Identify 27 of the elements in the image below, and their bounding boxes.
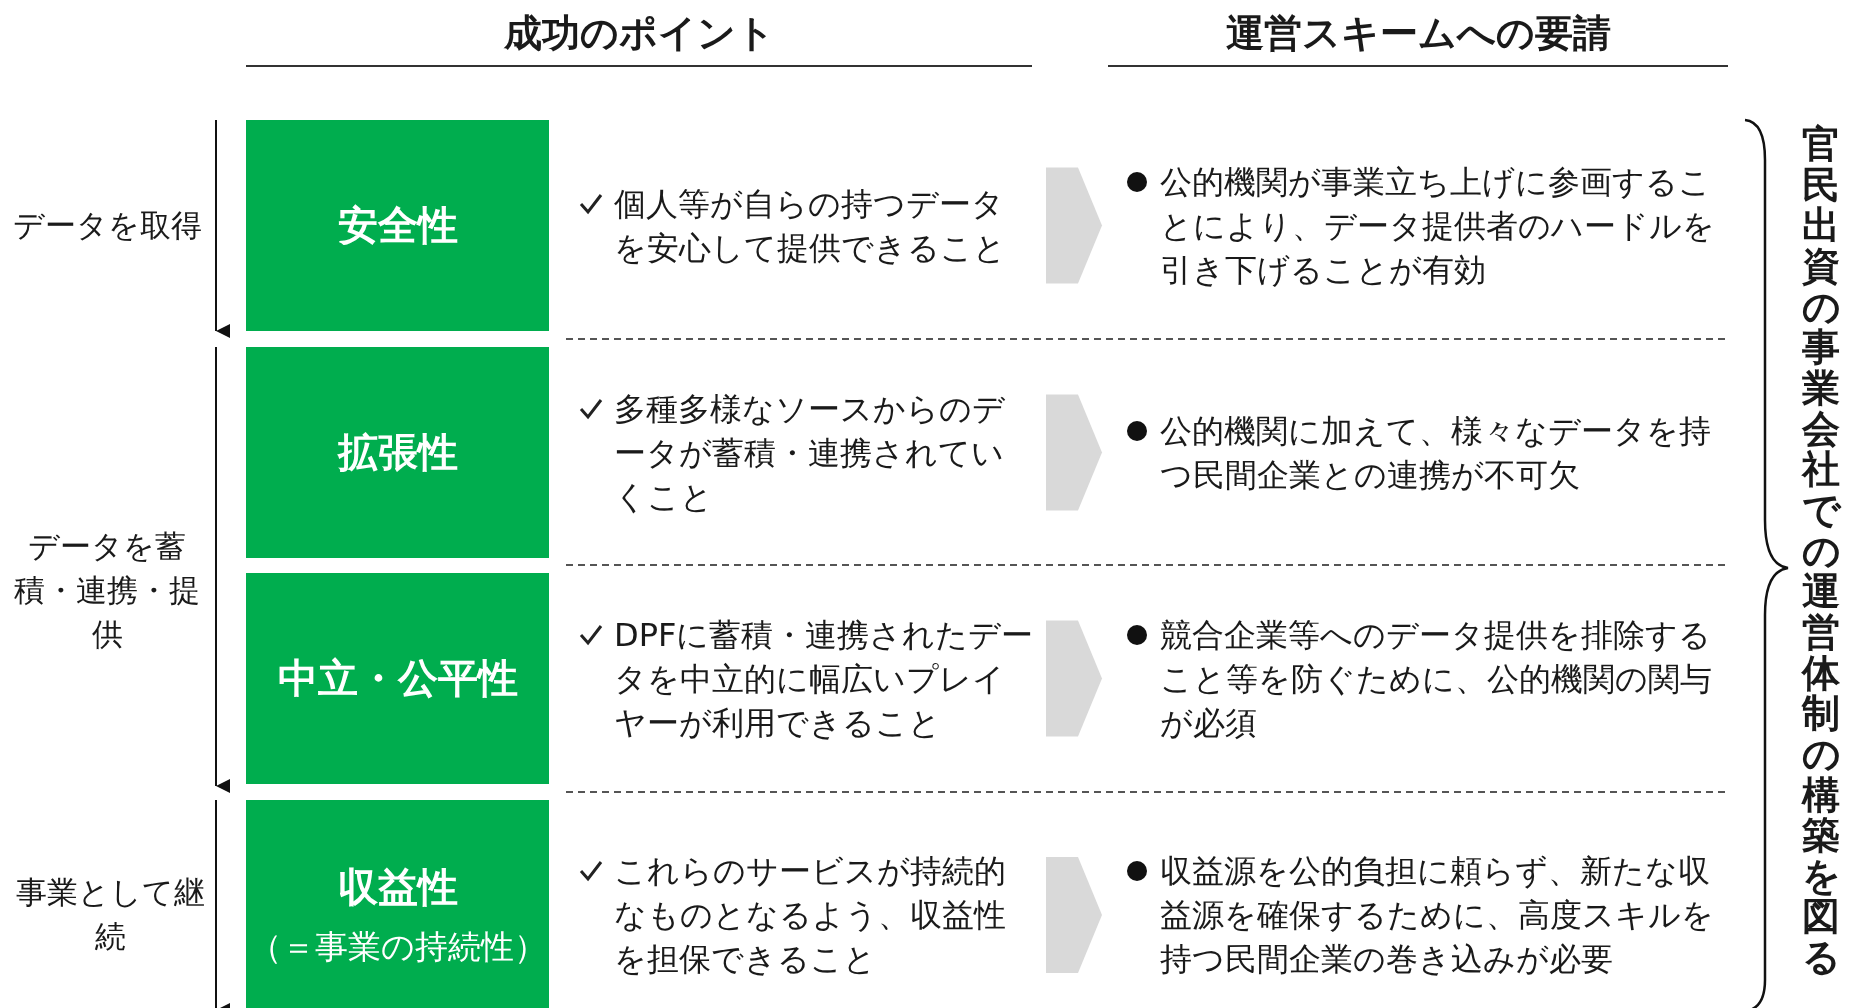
- category-title: 安全性: [337, 201, 458, 250]
- category-box: [246, 800, 549, 1008]
- category-title: 拡張性: [337, 428, 458, 477]
- phase-label: 事業として継続: [14, 873, 206, 956]
- requirement-text: 競合企業等へのデータ提供を排除すること等を防ぐために、公的機関の関与が必須: [1160, 614, 1713, 744]
- chevron-arrow: [1046, 857, 1102, 973]
- phase-label: データを取得: [11, 206, 203, 245]
- point-text: 個人等が自らの持つデータを安心して提供できること: [614, 183, 1007, 269]
- point-text: これらのサービスが持続的なものとなるよう、収益性を担保できること: [614, 851, 1007, 980]
- column-header: 運営スキームへの要請: [1224, 10, 1612, 57]
- requirement-text: 収益源を公的負担に頼らず、新たな収益源を確保するために、高度スキルを持つ民間企業の巻き込みが必要: [1160, 851, 1715, 980]
- phase-label: データを蓄積・連携・提供: [13, 527, 201, 654]
- requirement-text: 公的機関に加えて、様々なデータを持つ民間企業との連携が不可欠: [1160, 410, 1712, 496]
- category-box: [246, 120, 549, 331]
- category-title: 中立・公平性: [277, 654, 518, 703]
- column-header: 成功のポイント: [502, 10, 776, 57]
- requirement-text: 公的機関が事業立ち上げに参画することにより、データ提供者のハードルを引き下げることが有効: [1160, 161, 1716, 291]
- point-text: DPFに蓄積・連携されたデータを中立的に幅広いプレイヤーが利用できること: [614, 614, 1034, 744]
- chevron-arrow: [1046, 167, 1102, 284]
- chevron-arrow: [1046, 394, 1102, 511]
- category-box: [246, 347, 549, 558]
- point-text: 多種多様なソースからのデータが蓄積・連携されていくこと: [614, 388, 1006, 518]
- chevron-arrow: [1046, 620, 1102, 737]
- conclusion-text: 官民出資の事業会社での運営体制の構築を図る: [1802, 124, 1840, 978]
- category-subtitle: （＝事業の持続性）: [248, 926, 547, 968]
- category-title: 収益性: [337, 863, 458, 912]
- category-box: [246, 573, 549, 784]
